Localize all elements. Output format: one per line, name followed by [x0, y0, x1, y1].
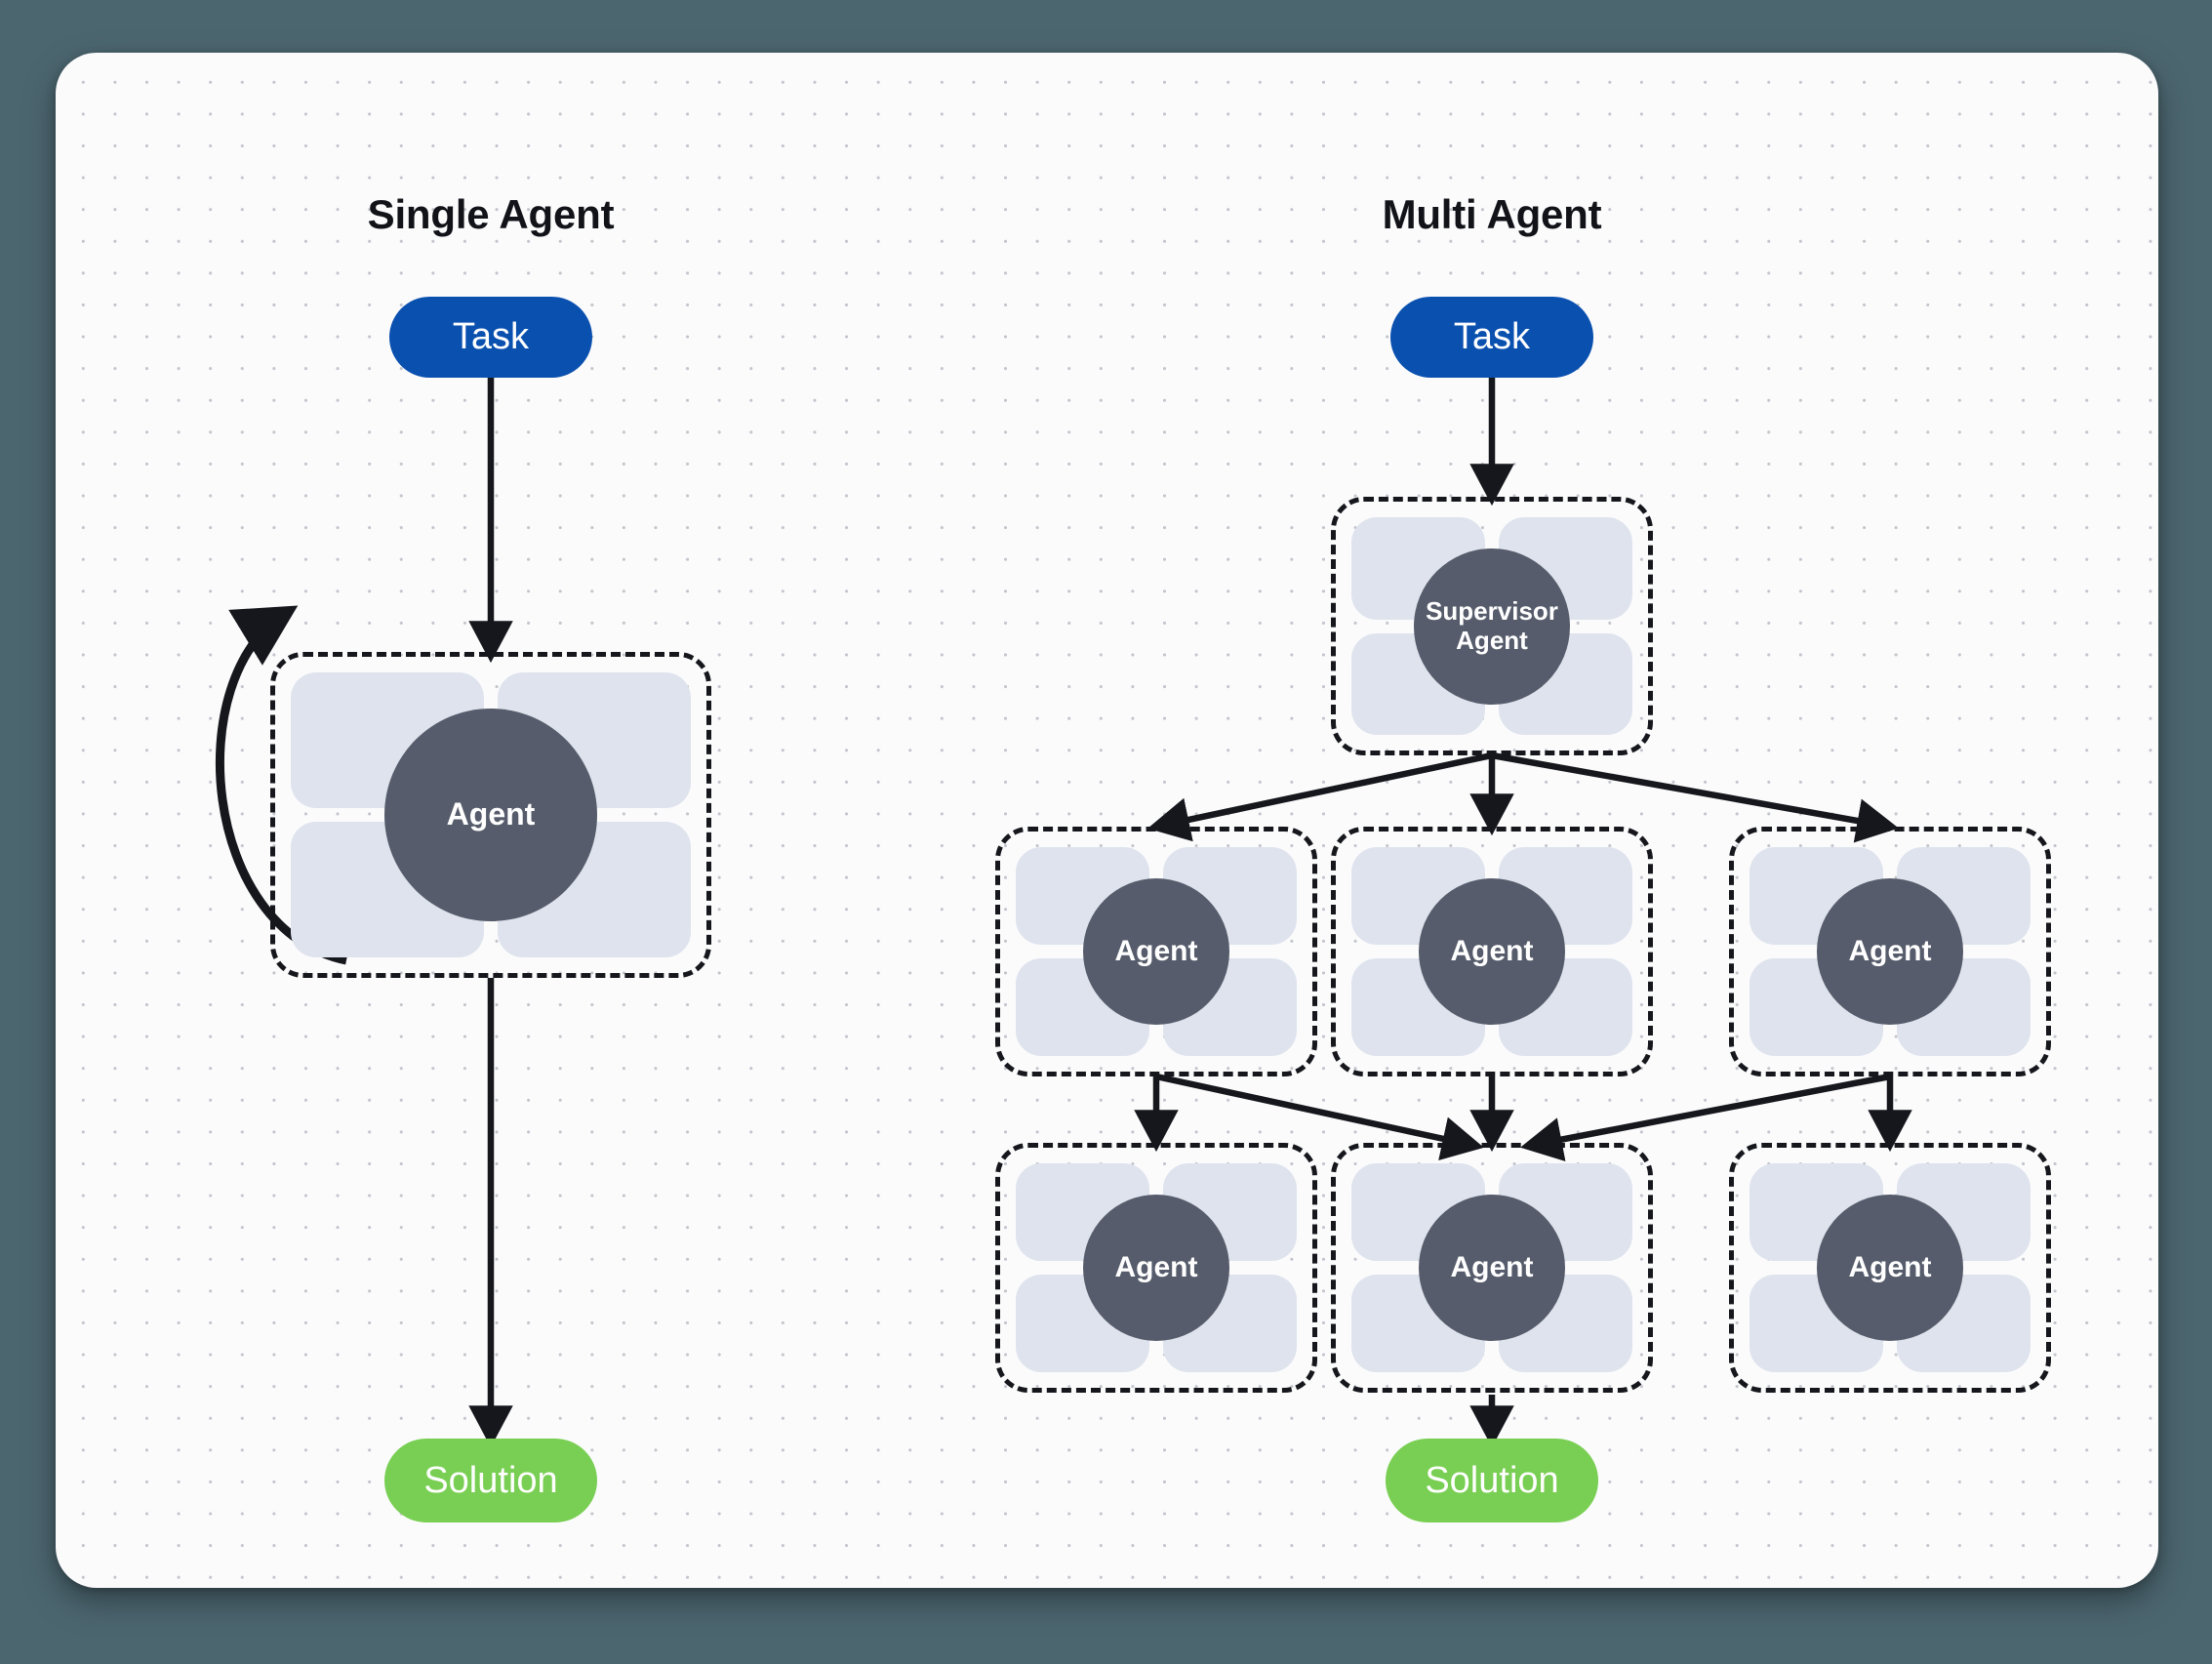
supervisor-core-circle: Supervisor Agent [1414, 548, 1570, 705]
node-agent-cluster-mid-left[interactable]: Agent [995, 827, 1317, 1076]
agent-core-circle: Agent [1817, 878, 1963, 1025]
edge-supervisor-to-agent-left [1147, 751, 1493, 842]
agent-core-circle: Agent [1419, 1195, 1565, 1341]
node-agent-cluster-bottom-middle[interactable]: Agent [1331, 1143, 1653, 1393]
node-agent-cluster-mid-right[interactable]: Agent [1729, 827, 2051, 1076]
edge-supervisor-to-agent-right [1491, 751, 1899, 843]
node-agent-cluster-bottom-right[interactable]: Agent [1729, 1143, 2051, 1393]
node-task-multi[interactable]: Task [1390, 297, 1593, 378]
node-solution-single[interactable]: Solution [384, 1439, 597, 1522]
supervisor-label-line1: Supervisor [1426, 596, 1558, 627]
edge-mid-left-to-bottom-middle [1155, 1073, 1484, 1161]
supervisor-label-line2: Agent [1456, 625, 1528, 655]
column-title-multi-agent: Multi Agent [1382, 191, 1602, 237]
node-supervisor-cluster[interactable]: Supervisor Agent [1331, 497, 1653, 755]
node-solution-multi[interactable]: Solution [1386, 1439, 1598, 1522]
column-title-single-agent: Single Agent [367, 191, 615, 237]
edge-mid-right-to-bottom-middle [1520, 1073, 1891, 1161]
node-task-single[interactable]: Task [389, 297, 592, 378]
agent-core-circle: Agent [1817, 1195, 1963, 1341]
agent-core-circle: Agent [1083, 878, 1229, 1025]
agent-core-circle: Agent [1419, 878, 1565, 1025]
node-agent-cluster-mid-middle[interactable]: Agent [1331, 827, 1653, 1076]
node-agent-cluster-single[interactable]: Agent [270, 652, 711, 978]
agent-core-circle: Agent [384, 709, 597, 921]
agent-core-circle: Agent [1083, 1195, 1229, 1341]
diagram-canvas: Single Agent Multi Agent Task Agent Solu… [56, 53, 2158, 1588]
node-agent-cluster-bottom-left[interactable]: Agent [995, 1143, 1317, 1393]
